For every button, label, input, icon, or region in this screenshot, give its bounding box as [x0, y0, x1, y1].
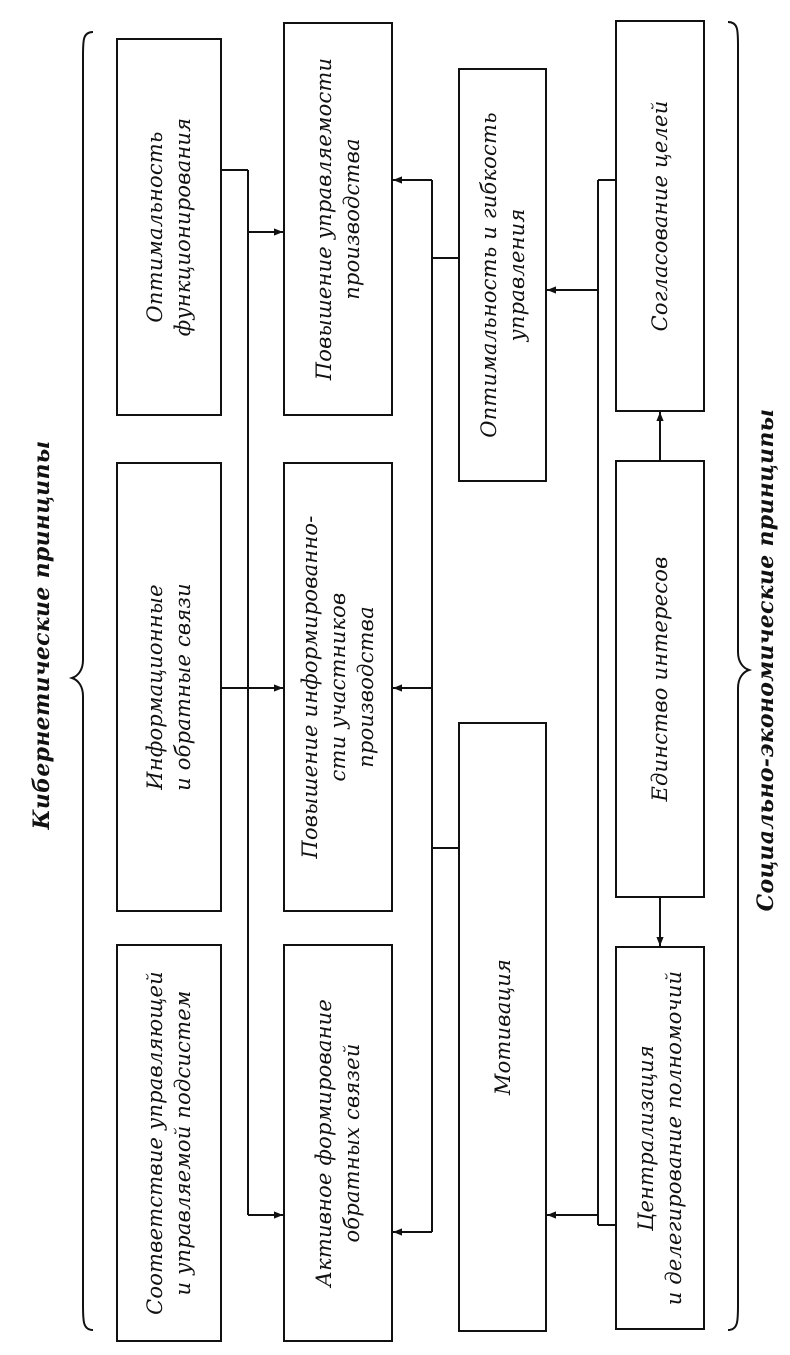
socio-economic-brace	[727, 21, 753, 1331]
box-unity-of-interests: Единство интересов	[615, 460, 705, 898]
box-active-feedback: Активное формирование обратных связей	[283, 944, 393, 1342]
box-awareness-increase: Повышение информированно- сти участников…	[283, 462, 393, 912]
cybernetic-brace	[68, 31, 94, 1331]
box-manageability-increase-label: Повышение управляемости производства	[312, 57, 364, 381]
box-functioning-optimality: Оптимальность функционирования	[116, 38, 222, 416]
cybernetic-title: Кибернетические принципы	[29, 440, 55, 830]
box-active-feedback-label: Активное формирование обратных связей	[312, 999, 364, 1287]
box-manageability-increase: Повышение управляемости производства	[283, 22, 393, 416]
box-awareness-increase-label: Повышение информированно- сти участников…	[298, 515, 378, 859]
box-correspondence-label: Соответствие управляющей и управляемой п…	[143, 971, 195, 1315]
socio-economic-title: Социально-экономические принципы	[753, 408, 779, 912]
box-goal-coordination: Согласование целей	[615, 20, 705, 412]
box-motivation-label: Мотивация	[490, 958, 515, 1096]
box-unity-of-interests-label: Единство интересов	[648, 556, 672, 802]
box-motivation: Мотивация	[458, 722, 547, 1332]
box-goal-coordination-label: Согласование целей	[648, 100, 672, 332]
box-centralization-label: Централизация и делегирование полномочий	[634, 970, 686, 1306]
box-correspondence: Соответствие управляющей и управляемой п…	[116, 944, 222, 1342]
box-functioning-optimality-label: Оптимальность функционирования	[143, 117, 195, 337]
box-management-flexibility: Оптимальность и гибкость управления	[458, 68, 547, 482]
box-information-links: Информационные и обратные связи	[116, 462, 222, 912]
box-centralization: Централизация и делегирование полномочий	[615, 946, 705, 1330]
box-management-flexibility-label: Оптимальность и гибкость управления	[476, 112, 529, 438]
box-information-links-label: Информационные и обратные связи	[143, 583, 195, 791]
